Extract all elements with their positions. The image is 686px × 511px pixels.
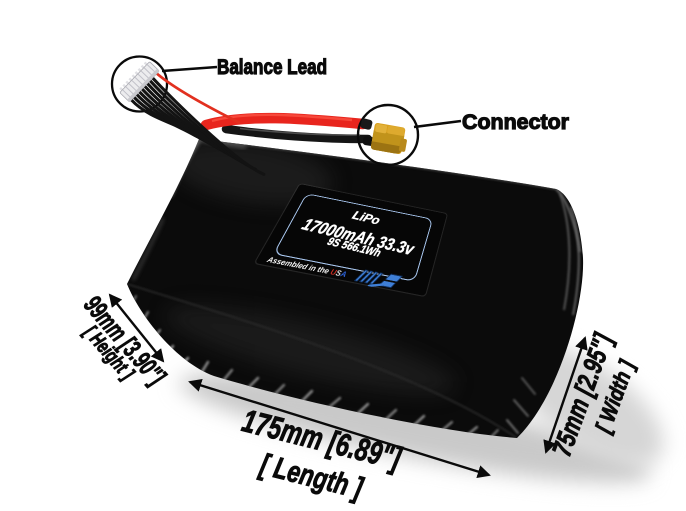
svg-text:Connector: Connector	[462, 110, 570, 134]
svg-text:Balance Lead: Balance Lead	[217, 55, 327, 79]
